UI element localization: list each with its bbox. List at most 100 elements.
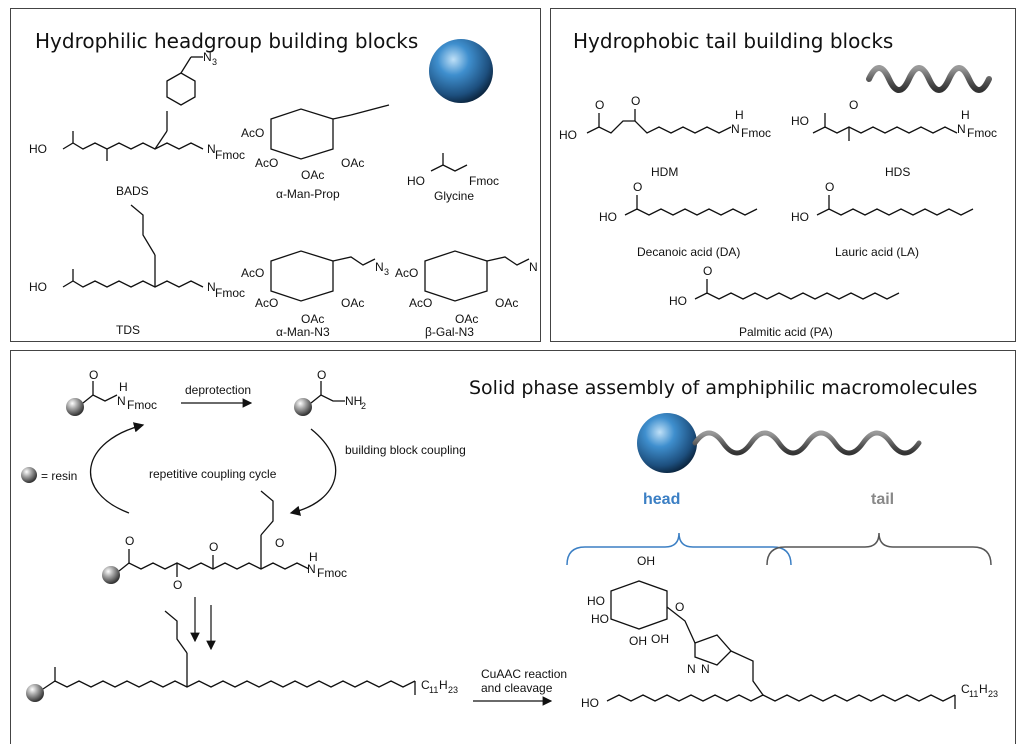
amphiphile-head-sphere-icon (637, 413, 697, 473)
repetitive-cycle-label: repetitive coupling cycle (149, 467, 277, 481)
svg-text:OAc: OAc (495, 296, 518, 310)
hydrophobic-panel: Hydrophobic tail building blocks HO O O … (550, 8, 1016, 342)
svg-text:OH: OH (637, 554, 655, 568)
svg-text:AcO: AcO (395, 266, 418, 280)
hydrophilic-panel: Hydrophilic headgroup building blocks HO (10, 8, 541, 342)
svg-text:O: O (275, 536, 284, 550)
cleavage-label: and cleavage (481, 681, 553, 695)
assembly-panel: Solid phase assembly of amphiphilic macr… (10, 350, 1016, 744)
svg-text:O: O (849, 98, 858, 112)
label-alpha-man-n3: α-Man-N3 (276, 325, 330, 339)
svg-text:AcO: AcO (241, 126, 264, 140)
assembly-title: Solid phase assembly of amphiphilic macr… (469, 377, 978, 399)
svg-text:N: N (203, 50, 212, 64)
svg-text:H: H (439, 678, 448, 692)
svg-text:O: O (703, 264, 712, 278)
svg-text:N: N (731, 122, 740, 136)
svg-text:23: 23 (448, 685, 458, 695)
deprotection-label: deprotection (185, 383, 252, 397)
svg-text:HO: HO (29, 280, 47, 294)
head-label: head (643, 491, 681, 508)
bads-ho: HO (29, 142, 47, 156)
svg-text:OAc: OAc (455, 312, 478, 326)
svg-text:O: O (825, 180, 834, 194)
svg-text:N: N (117, 394, 126, 408)
svg-text:OH: OH (651, 632, 669, 646)
svg-text:HO: HO (559, 128, 577, 142)
label-tds: TDS (116, 323, 140, 337)
svg-text:HO: HO (669, 294, 687, 308)
svg-text:O: O (89, 368, 98, 382)
label-palmitic-acid: Palmitic acid (PA) (739, 325, 833, 339)
svg-text:OAc: OAc (301, 312, 324, 326)
hydrophobic-structures: HO O O H N Fmoc HO O H N Fmoc HOO HOO HO… (559, 65, 997, 308)
svg-text:O: O (317, 368, 326, 382)
svg-text:C: C (961, 682, 970, 696)
svg-text:H: H (309, 550, 318, 564)
label-hds: HDS (885, 165, 911, 179)
svg-text:Fmoc: Fmoc (741, 126, 771, 140)
head-brace (566, 532, 792, 566)
svg-text:OAc: OAc (341, 156, 364, 170)
svg-text:HO: HO (581, 696, 599, 710)
coupling-label: building block coupling (345, 443, 466, 457)
svg-text:N: N (375, 260, 384, 274)
svg-text:N: N (687, 662, 696, 676)
cuaac-label: CuAAC reaction (481, 667, 568, 681)
svg-text:3: 3 (384, 267, 389, 277)
label-decanoic-acid: Decanoic acid (DA) (637, 245, 741, 259)
svg-text:Fmoc: Fmoc (215, 286, 245, 300)
svg-text:HO: HO (599, 210, 617, 224)
svg-text:HO: HO (791, 114, 809, 128)
svg-text:AcO: AcO (255, 296, 278, 310)
svg-text:Fmoc: Fmoc (469, 174, 499, 188)
svg-text:HO: HO (587, 594, 605, 608)
svg-text:NH: NH (345, 394, 362, 408)
amphiphile-tail-icon (692, 430, 922, 456)
resin-legend-label: = resin (41, 469, 78, 483)
svg-text:Fmoc: Fmoc (127, 398, 157, 412)
svg-text:11: 11 (429, 685, 438, 695)
svg-text:OAc: OAc (341, 296, 364, 310)
label-beta-gal-n3: β-Gal-N3 (425, 325, 474, 339)
svg-text:HO: HO (407, 174, 425, 188)
svg-text:H: H (979, 682, 988, 696)
svg-text:O: O (675, 600, 684, 614)
svg-text:O: O (633, 180, 642, 194)
label-lauric-acid: Lauric acid (LA) (835, 245, 920, 259)
svg-text:O: O (631, 94, 640, 108)
svg-text:OH: OH (629, 634, 647, 648)
svg-text:2: 2 (361, 401, 366, 411)
svg-text:N: N (307, 562, 316, 576)
svg-text:HO: HO (591, 612, 609, 626)
label-bads: BADS (116, 184, 149, 198)
label-hdm: HDM (651, 165, 679, 179)
svg-text:N: N (207, 280, 216, 294)
svg-text:N: N (957, 122, 966, 136)
hydrophobic-title: Hydrophobic tail building blocks (573, 29, 894, 53)
svg-text:O: O (595, 98, 604, 112)
tail-worm-icon (866, 65, 992, 93)
resin-bead-icon (66, 398, 84, 416)
label-glycine: Glycine (434, 189, 475, 203)
svg-text:N: N (529, 260, 538, 274)
c11h23-left: C (421, 678, 430, 692)
svg-text:11: 11 (969, 689, 978, 699)
svg-text:3: 3 (212, 57, 217, 67)
svg-text:O: O (125, 534, 134, 548)
tail-brace (766, 532, 992, 566)
svg-text:Fmoc: Fmoc (967, 126, 997, 140)
svg-text:N: N (701, 662, 710, 676)
svg-text:H: H (961, 108, 970, 122)
svg-text:Fmoc: Fmoc (215, 148, 245, 162)
svg-text:AcO: AcO (241, 266, 264, 280)
tail-label: tail (871, 491, 895, 508)
svg-text:H: H (735, 108, 744, 122)
headgroup-sphere-icon (429, 39, 493, 103)
hydrophilic-title: Hydrophilic headgroup building blocks (35, 29, 419, 53)
svg-text:N: N (207, 142, 216, 156)
label-alpha-man-prop: α-Man-Prop (276, 187, 340, 201)
svg-text:23: 23 (988, 689, 998, 699)
